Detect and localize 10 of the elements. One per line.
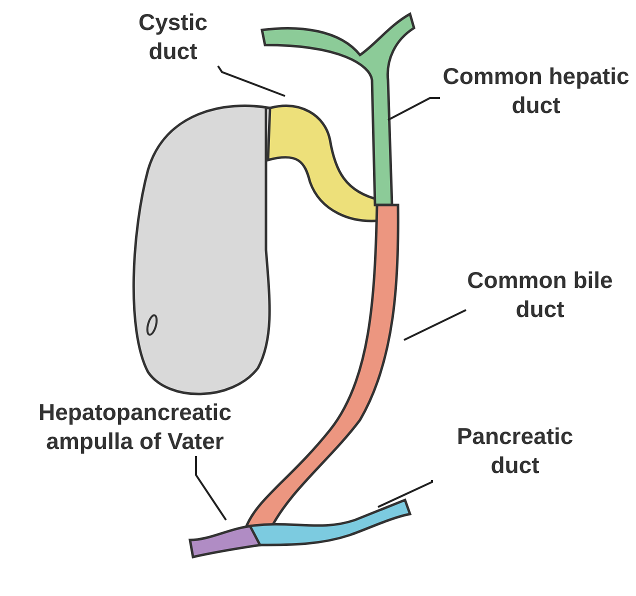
leader-line (378, 480, 433, 508)
part-label: Common bile duct (460, 266, 620, 324)
part-label: Pancreatic duct (430, 422, 600, 480)
leader-line (195, 456, 227, 521)
part-label: Cystic duct (128, 8, 218, 66)
part-label: Common hepatic duct (440, 62, 632, 120)
part-label: Hepatopancreatic ampulla of Vater (4, 398, 266, 456)
leader-line (404, 309, 467, 341)
leader-line (217, 65, 286, 97)
leader-line (388, 97, 440, 121)
